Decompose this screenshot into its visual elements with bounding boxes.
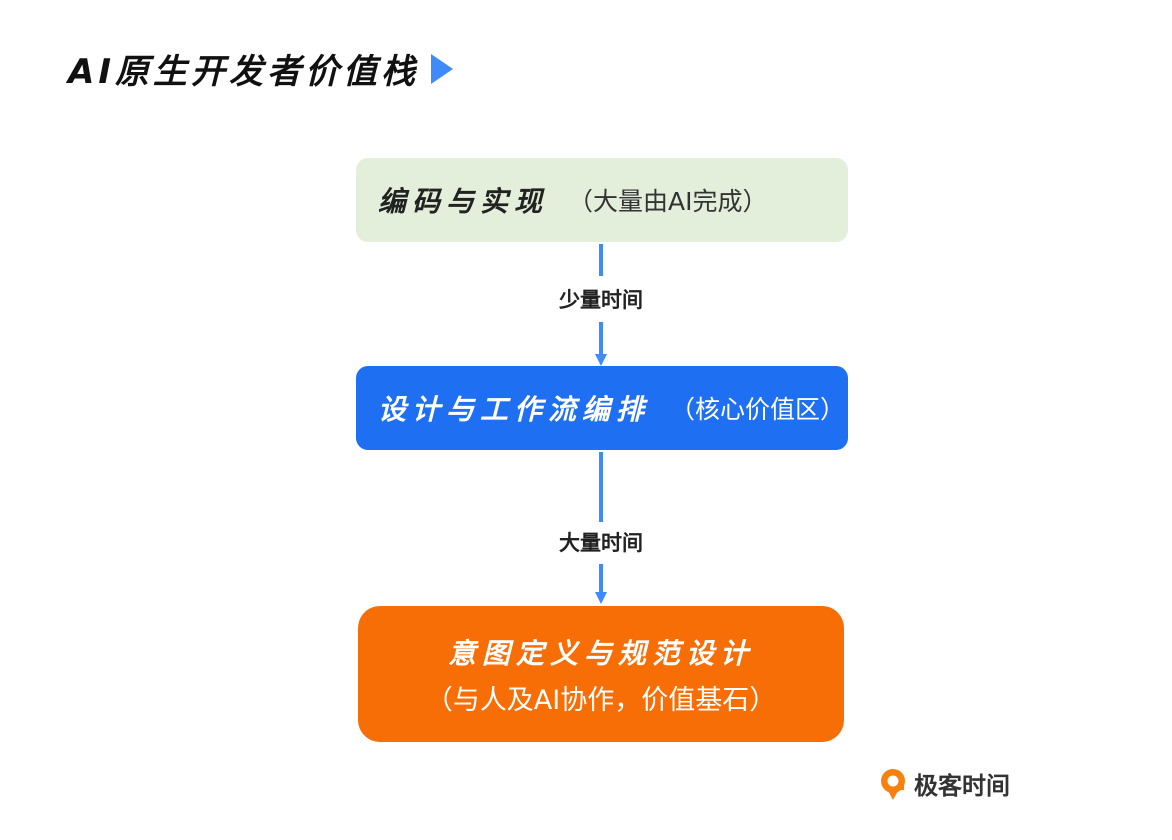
edge-design-to-coding-arrow xyxy=(595,244,607,366)
node-design: 设计与工作流编排 （核心价值区） xyxy=(356,366,848,450)
node-intent: 意图定义与规范设计 （与人及AI协作，价值基石） xyxy=(358,606,844,742)
node-coding: 编码与实现 （大量由AI完成） xyxy=(356,158,848,242)
arrowhead-down-icon xyxy=(595,354,607,366)
diagram-title: AI原生开发者价值栈 xyxy=(68,44,453,93)
arrowhead-down-icon xyxy=(595,592,607,604)
node-coding-sublabel: （大量由AI完成） xyxy=(568,187,768,216)
geektime-logo-text: 极客时间 xyxy=(914,772,1010,800)
node-intent-sublabel: （与人及AI协作，价值基石） xyxy=(425,684,777,716)
node-design-label: 设计与工作流编排 xyxy=(378,393,651,426)
node-coding-label: 编码与实现 xyxy=(378,185,549,218)
geektime-logo: 极客时间 xyxy=(878,766,1010,801)
node-intent-label: 意图定义与规范设计 xyxy=(447,636,754,670)
title-text: AI原生开发者价值栈 xyxy=(68,52,419,92)
geektime-logo-icon xyxy=(881,768,905,800)
node-design-sublabel: （核心价值区） xyxy=(670,395,846,424)
edge-intent-to-design-arrow xyxy=(595,452,607,604)
edge-label-intent-design: 大量时间 xyxy=(559,531,643,555)
edge-label-design-coding: 少量时间 xyxy=(559,288,643,312)
play-arrow-icon xyxy=(430,53,453,84)
